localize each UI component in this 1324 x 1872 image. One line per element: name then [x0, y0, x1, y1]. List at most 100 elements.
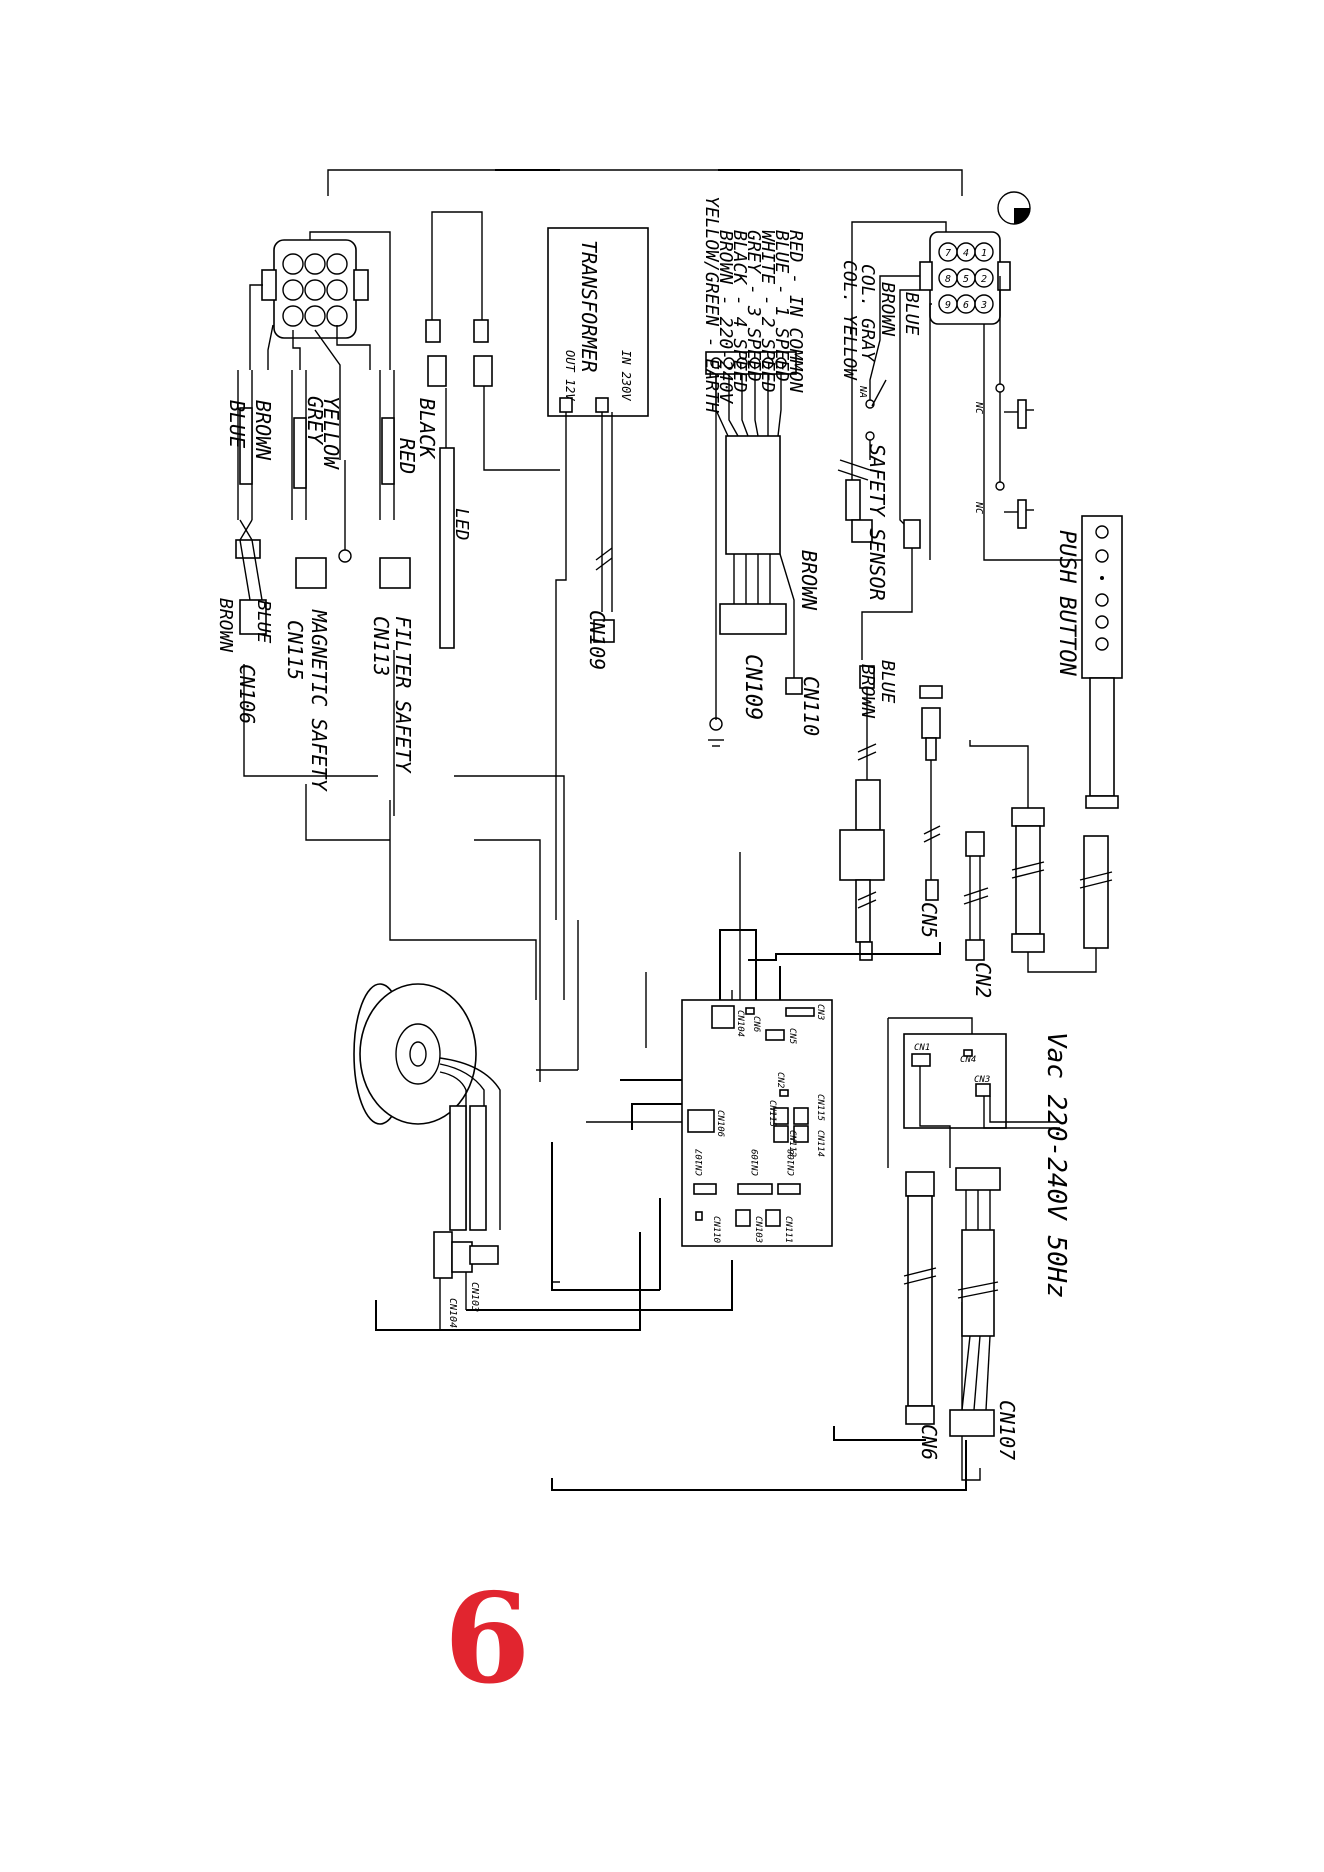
power-board — [887, 1017, 1060, 1481]
safety-sensor — [837, 384, 921, 660]
label-magnetic-safety: MAGNETIC SAFETY — [307, 609, 331, 793]
cn5-cable — [919, 685, 943, 901]
svg-text:3: 3 — [980, 300, 987, 311]
motor-legend-5: BROWN - 220-240V — [715, 230, 736, 405]
svg-text:4: 4 — [963, 248, 969, 259]
label-filter-safety: FILTER SAFETY — [391, 616, 415, 774]
page-number-logo: 6 — [444, 1578, 530, 1698]
svg-text:CN2: CN2 — [775, 1072, 785, 1088]
svg-text:CN1: CN1 — [914, 1043, 930, 1053]
push-button-panel — [1081, 515, 1123, 809]
motor-legend-3: GREY - 3 SPEED — [743, 230, 764, 382]
page-number: 6 — [444, 1578, 530, 1698]
svg-text:CN6: CN6 — [751, 1016, 761, 1032]
label-blue-plug: BLUE — [901, 292, 922, 336]
main-routing — [375, 929, 967, 1491]
motor-legend-2: WHITE - 2 SPEED — [757, 230, 778, 393]
label-col-gray: COL. GRAY — [857, 264, 878, 363]
label-col-yellow: COL. YELLOW — [839, 260, 860, 381]
label-cn6: CN6 — [917, 1424, 941, 1460]
motor-legend-4: BLACK - 4 SPEED — [729, 230, 750, 393]
label-brown: BROWN — [251, 400, 275, 461]
actuator-cable — [839, 665, 885, 961]
svg-text:CN114: CN114 — [815, 1130, 825, 1157]
svg-text:2: 2 — [981, 274, 987, 285]
motor-terminal-block — [705, 351, 797, 375]
label-cn110: CN110 — [799, 676, 823, 736]
svg-text:CN106: CN106 — [715, 1110, 725, 1137]
svg-text:CN108: CN108 — [787, 1149, 797, 1176]
svg-text:CN3: CN3 — [974, 1075, 990, 1085]
svg-text:1: 1 — [981, 248, 987, 259]
svg-text:7: 7 — [945, 248, 951, 259]
label-cn106: CN106 — [235, 664, 259, 724]
svg-text:CN103: CN103 — [753, 1216, 763, 1243]
label-red: RED — [395, 438, 419, 474]
label-black: BLACK — [415, 398, 439, 460]
label-brown-cn106: BROWN — [215, 598, 236, 652]
left-9pin-connector — [249, 231, 391, 460]
svg-text:CN3: CN3 — [815, 1004, 825, 1020]
label-blue-cn106: BLUE — [253, 600, 274, 644]
left-harness — [235, 370, 411, 635]
svg-text:8: 8 — [945, 274, 951, 285]
label-nc-1: NC — [973, 401, 984, 414]
label-cn113: CN113 — [369, 616, 393, 676]
right-9pin-connector — [851, 191, 1090, 561]
label-cn5: CN5 — [917, 902, 941, 938]
plug-pin-numbers: 1 2 3 4 5 6 7 8 9 — [945, 248, 987, 311]
fan-motor-wiring — [705, 351, 803, 747]
svg-text:5: 5 — [963, 274, 969, 285]
svg-text:6: 6 — [963, 300, 969, 311]
label-safety-sensor: SAFETY SENSOR — [865, 444, 889, 601]
svg-text:9: 9 — [945, 300, 951, 311]
motor-legend-1: BLUE - 1 SPEED — [771, 230, 792, 382]
label-cn109-b: CN109 — [740, 654, 765, 720]
label-blue-act: BLUE — [877, 660, 898, 704]
label-grey: GREY — [303, 396, 327, 446]
label-cn103: CN103 — [469, 1282, 480, 1312]
label-yellow: YELLOW — [319, 396, 343, 470]
label-power: Vac 220-240V 50Hz — [1041, 1032, 1071, 1298]
svg-text:CN104: CN104 — [735, 1010, 745, 1037]
main-control-board — [681, 999, 833, 1247]
label-cn109-a: CN109 — [585, 610, 609, 670]
top-bracket — [327, 169, 963, 196]
label-cn115: CN115 — [283, 620, 307, 680]
label-brown-cn110: BROWN — [797, 550, 821, 611]
svg-text:CN5: CN5 — [787, 1028, 797, 1044]
svg-text:CN115: CN115 — [815, 1094, 825, 1121]
label-cn107: CN107 — [995, 1400, 1019, 1460]
svg-text:CN107: CN107 — [695, 1148, 705, 1176]
board-connector-labels: CN104 CN6 CN5 CN3 CN2 CN106 CN115 CN113 … — [695, 1004, 825, 1243]
svg-text:CN113: CN113 — [767, 1100, 777, 1127]
label-brown-plug: BROWN — [877, 282, 898, 336]
label-cn104: CN104 — [447, 1298, 458, 1328]
motor-legend-6: YELLOW/GREEN - EARTH — [701, 196, 722, 413]
label-na: NA — [857, 385, 868, 398]
label-nc-2: NC — [973, 501, 984, 514]
label-transformer: TRANSFORMER — [577, 240, 601, 372]
power-board-labels: CN1 CN4 CN3 — [914, 1043, 990, 1085]
motor-legend-0: RED - IN COMMON — [785, 230, 806, 393]
svg-text:CN4: CN4 — [960, 1055, 976, 1065]
toroidal-transformer — [353, 983, 501, 1330]
ribbon-cable — [969, 740, 1113, 973]
label-blue: BLUE — [225, 400, 249, 448]
cn107-cable — [949, 1167, 1001, 1437]
svg-text:CN110: CN110 — [711, 1216, 721, 1243]
label-led: LED — [451, 508, 472, 541]
label-push-button: PUSH BUTTON — [1054, 530, 1079, 676]
svg-text:CN111: CN111 — [783, 1216, 793, 1243]
transformer — [547, 227, 649, 643]
svg-text:CN109: CN109 — [751, 1149, 761, 1176]
cn6-cable — [903, 1171, 937, 1425]
cn2-cable — [963, 831, 989, 961]
led-strip — [425, 211, 560, 649]
label-out-12v: OUT 12V — [563, 350, 577, 401]
svg-text:CN112: CN112 — [787, 1130, 797, 1157]
label-cn2: CN2 — [971, 962, 995, 998]
label-brown-act: BROWN — [857, 664, 878, 718]
label-in-230v: IN 230V — [619, 350, 633, 401]
